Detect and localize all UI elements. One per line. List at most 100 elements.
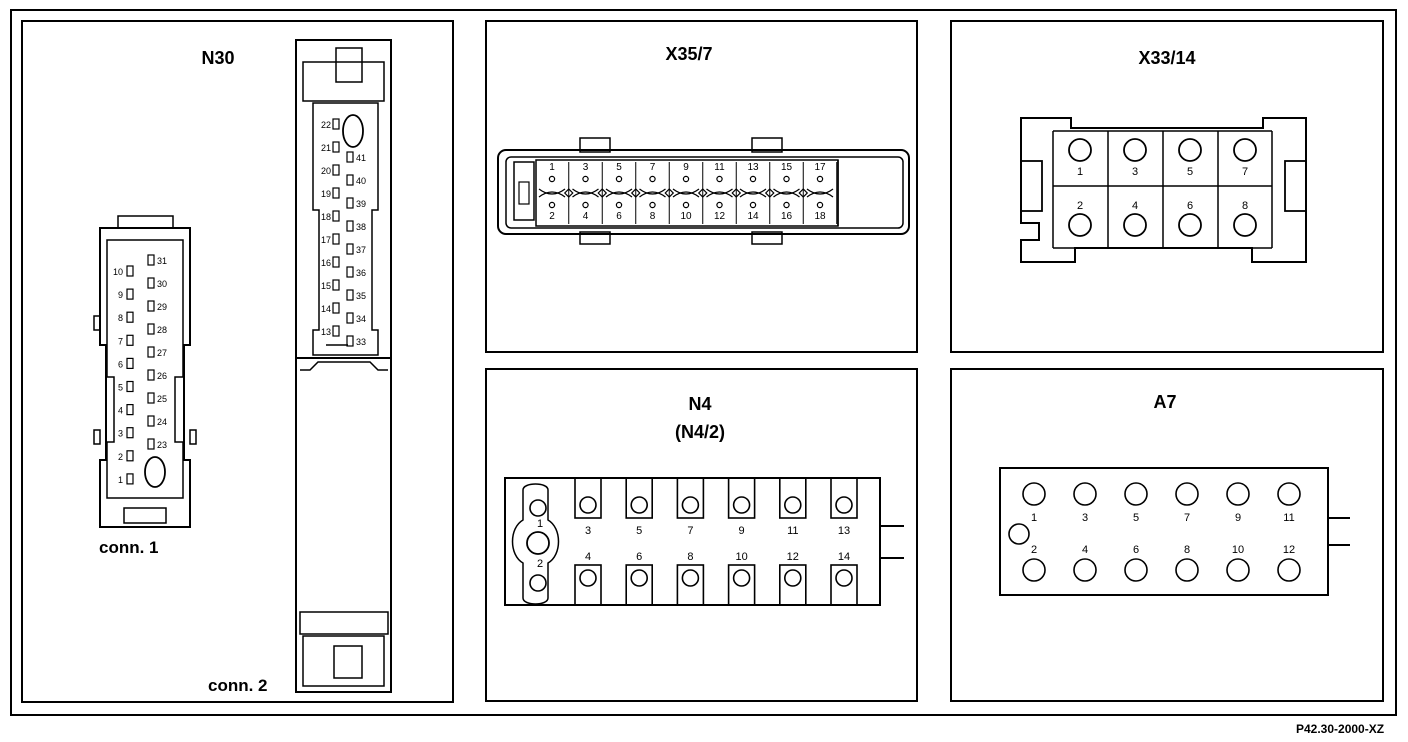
pin-label: 11 — [1283, 512, 1294, 524]
pin-label: 30 — [157, 279, 167, 289]
pin-label: 19 — [321, 189, 331, 199]
cell-arc — [773, 191, 800, 198]
panel-a7-frame — [950, 368, 1384, 702]
pin-cell — [727, 477, 756, 519]
pin-socket — [147, 346, 155, 358]
pin-socket — [332, 279, 340, 291]
pin-label: 37 — [356, 245, 366, 255]
pin-hole — [582, 175, 589, 183]
cell-arc — [639, 191, 666, 198]
cell-arc — [706, 191, 733, 198]
pin-label: 4 — [1132, 200, 1138, 212]
pin-label: 36 — [356, 268, 366, 278]
panel-x35-7-frame — [485, 20, 918, 353]
pin-label: 9 — [739, 525, 745, 537]
pin-hole — [1226, 558, 1250, 582]
cell-diamond — [798, 188, 809, 198]
cell-arc — [572, 188, 599, 195]
pin-cell — [727, 564, 756, 606]
pin-label: 5 — [118, 383, 123, 393]
pin-hole — [732, 569, 751, 587]
pin-hole — [548, 175, 556, 183]
pin-cell — [574, 564, 602, 606]
pin-label: 1 — [118, 475, 123, 485]
pin-label: 9 — [683, 162, 689, 173]
conn2-label: conn. 2 — [208, 676, 268, 695]
cell-arc — [605, 191, 633, 198]
pin-label: 5 — [616, 162, 622, 173]
pin-hole — [1124, 482, 1148, 506]
cell-arc — [672, 191, 700, 198]
pin-label: 14 — [747, 211, 759, 222]
pin-cell — [625, 477, 654, 519]
pin-label: 24 — [157, 417, 167, 427]
pin-label: 25 — [157, 394, 167, 404]
pin-label: 6 — [636, 551, 642, 563]
pin-hole — [749, 175, 757, 183]
pin-socket — [332, 256, 340, 268]
pin-hole — [1277, 482, 1301, 506]
pin-socket — [126, 404, 134, 416]
pin-hole — [1178, 213, 1202, 237]
pin-label: 34 — [356, 314, 366, 324]
pin-socket — [332, 141, 340, 153]
panel-x33-14-frame — [950, 20, 1384, 353]
pin-hole — [682, 175, 690, 183]
pin-socket — [332, 187, 340, 199]
pin-hole — [681, 496, 700, 514]
pin-label: 4 — [583, 211, 589, 222]
pin-hole — [1233, 213, 1257, 237]
pin-hole — [783, 496, 802, 514]
pin-label: 11 — [787, 525, 798, 537]
pin-hole — [1008, 523, 1030, 545]
pin-label: 39 — [356, 199, 366, 209]
pin-socket — [126, 473, 134, 485]
cell-arc — [806, 188, 834, 195]
pin-label: 16 — [781, 211, 793, 222]
pin-label: 1 — [1031, 512, 1037, 524]
pin-hole — [681, 569, 700, 587]
pin-hole — [1178, 138, 1202, 162]
pin-socket — [332, 325, 340, 337]
pin-label: 4 — [1082, 544, 1088, 556]
pin-label: 5 — [1187, 166, 1193, 178]
pin-hole — [649, 201, 656, 209]
cell-arc — [572, 191, 599, 198]
pin-label: 38 — [356, 222, 366, 232]
pin-label: 14 — [321, 304, 331, 314]
cell-diamond — [731, 188, 742, 198]
pin-label: 12 — [714, 211, 726, 222]
pin-label: 1 — [549, 162, 555, 173]
pin-socket — [346, 151, 354, 163]
pin-label: 3 — [118, 429, 123, 439]
pin-hole — [579, 569, 597, 587]
pin-label: 8 — [1242, 200, 1248, 212]
conn1-label: conn. 1 — [99, 538, 159, 557]
x35-7-title: X35/7 — [665, 44, 712, 64]
n30-conn1-connector — [93, 215, 197, 528]
pin-hole — [783, 569, 802, 587]
pin-label: 10 — [113, 267, 123, 277]
pin-hole — [816, 201, 824, 209]
pin-socket — [147, 415, 155, 427]
pin-cell — [676, 564, 705, 606]
pin-socket — [346, 197, 354, 209]
pin-label: 11 — [714, 162, 725, 173]
pin-cell — [830, 477, 858, 519]
pin-label: 12 — [1283, 544, 1295, 556]
pin-label: 1 — [1077, 166, 1083, 178]
pin-label: 2 — [549, 211, 555, 222]
pin-hole — [1068, 138, 1092, 162]
pin-hole — [630, 496, 649, 514]
pin-label: 9 — [1235, 512, 1241, 524]
pin-label: 6 — [118, 359, 123, 369]
pin-label: 12 — [787, 551, 799, 563]
cell-arc — [605, 188, 633, 195]
pin-label: 14 — [838, 551, 850, 563]
pin-hole — [716, 201, 723, 209]
cell-arc — [806, 191, 834, 198]
pin-label: 10 — [1232, 544, 1244, 556]
cell-arc — [639, 188, 666, 195]
